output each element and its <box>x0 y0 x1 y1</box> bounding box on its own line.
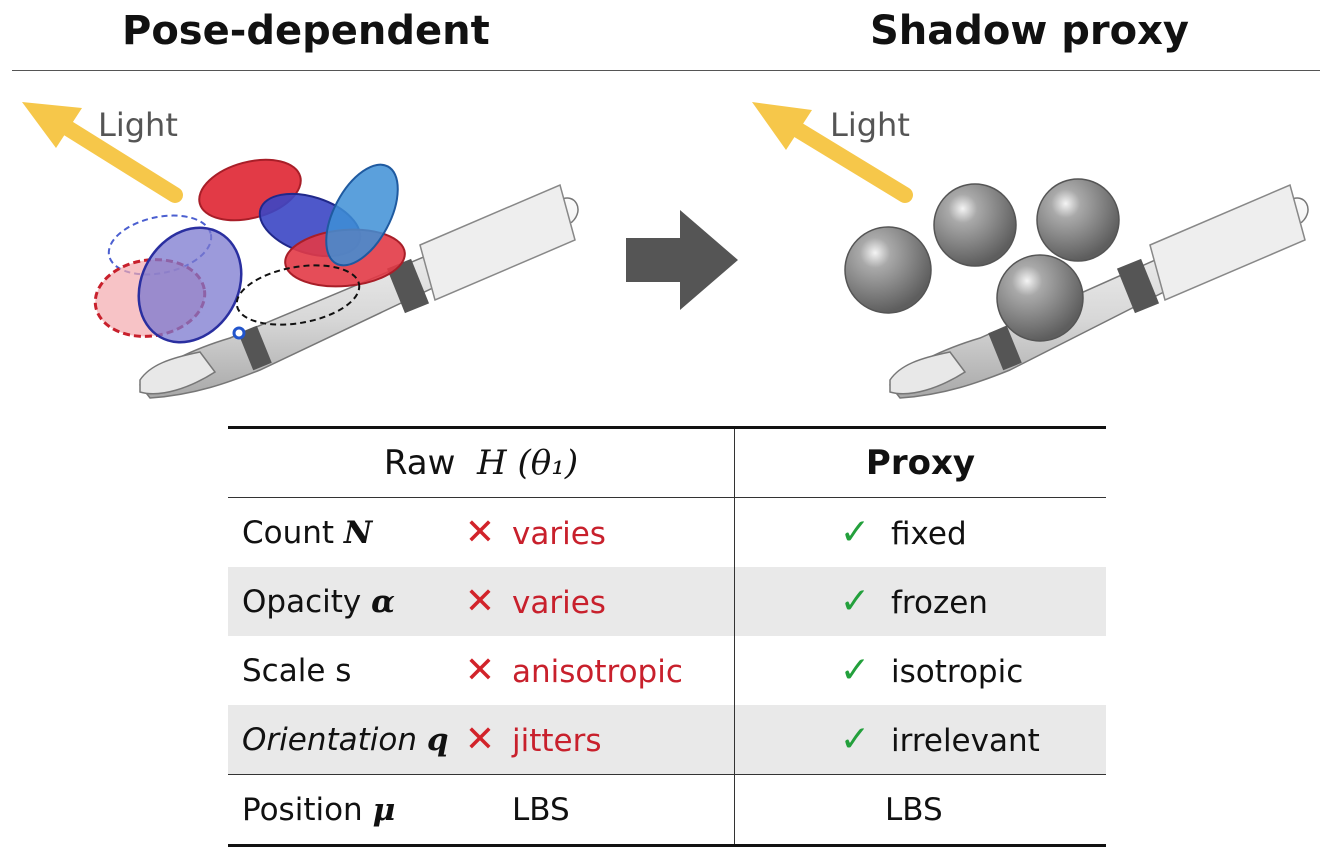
proxy-value: frozen <box>891 585 988 621</box>
proxy-value: irrelevant <box>891 723 1040 759</box>
proxy-value: isotropic <box>891 654 1024 690</box>
proxy-value: LBS <box>885 791 943 828</box>
sphere <box>844 226 932 314</box>
raw-value: LBS <box>512 791 570 828</box>
sphere <box>996 254 1084 342</box>
cross-icon: ✕ <box>464 719 496 760</box>
table-row: Count N ✕ varies ✓ fixed <box>228 497 1106 567</box>
property-label: Position <box>242 791 363 828</box>
transform-arrow <box>626 210 738 310</box>
cross-icon: ✕ <box>464 650 496 691</box>
proxy-value: fixed <box>891 516 967 552</box>
check-icon: ✓ <box>839 581 871 622</box>
gaussian-ellipses <box>93 158 406 344</box>
left-panel-title: Pose-dependent <box>122 8 490 54</box>
illustration <box>22 102 1309 399</box>
table-row: Position μ LBS LBS <box>228 774 1106 847</box>
cross-icon: ✕ <box>464 512 496 553</box>
property-symbol: q <box>426 721 449 758</box>
raw-value: varies <box>512 516 606 552</box>
comparison-table: Raw H (θ₁) Proxy Count N ✕varies ✓fixed … <box>228 426 1106 847</box>
right-panel-title: Shadow proxy <box>870 8 1189 54</box>
table-row: Opacity α ✕ varies ✓ frozen <box>228 567 1106 636</box>
light-label-right: Light <box>830 106 910 144</box>
cross-icon: ✕ <box>464 581 496 622</box>
sphere <box>1036 178 1120 262</box>
property-label: Opacity <box>242 583 362 620</box>
sphere <box>933 183 1017 267</box>
property-label: Orientation <box>242 721 418 758</box>
raw-column-header: Raw H (θ₁) <box>228 426 735 498</box>
light-label-left: Light <box>98 106 178 144</box>
table-row: Scale s ✕ anisotropic ✓ isotropic <box>228 636 1106 705</box>
arm-left <box>139 183 579 399</box>
property-symbol: N <box>343 514 373 551</box>
table-row: Orientation q ✕ jitters ✓ irrelevant <box>228 705 1106 775</box>
table-header-row: Raw H (θ₁) Proxy <box>228 426 1106 498</box>
check-icon: ✓ <box>839 512 871 553</box>
title-divider <box>12 70 1320 71</box>
property-symbol: μ <box>372 791 396 828</box>
property-label: Count <box>242 514 335 551</box>
raw-header-symbol: H (θ₁) <box>477 443 579 483</box>
check-icon: ✓ <box>839 719 871 760</box>
raw-value: jitters <box>512 723 602 759</box>
raw-header-label: Raw <box>383 443 456 483</box>
proxy-spheres <box>844 178 1120 342</box>
property-label: Scale s <box>242 652 352 689</box>
proxy-column-header: Proxy <box>734 426 1106 498</box>
arm-right <box>889 183 1309 399</box>
property-symbol: α <box>371 583 395 620</box>
light-arrow-right <box>752 102 913 203</box>
raw-value: varies <box>512 585 606 621</box>
raw-value: anisotropic <box>512 654 683 690</box>
light-arrow-left <box>22 102 183 203</box>
check-icon: ✓ <box>839 650 871 691</box>
